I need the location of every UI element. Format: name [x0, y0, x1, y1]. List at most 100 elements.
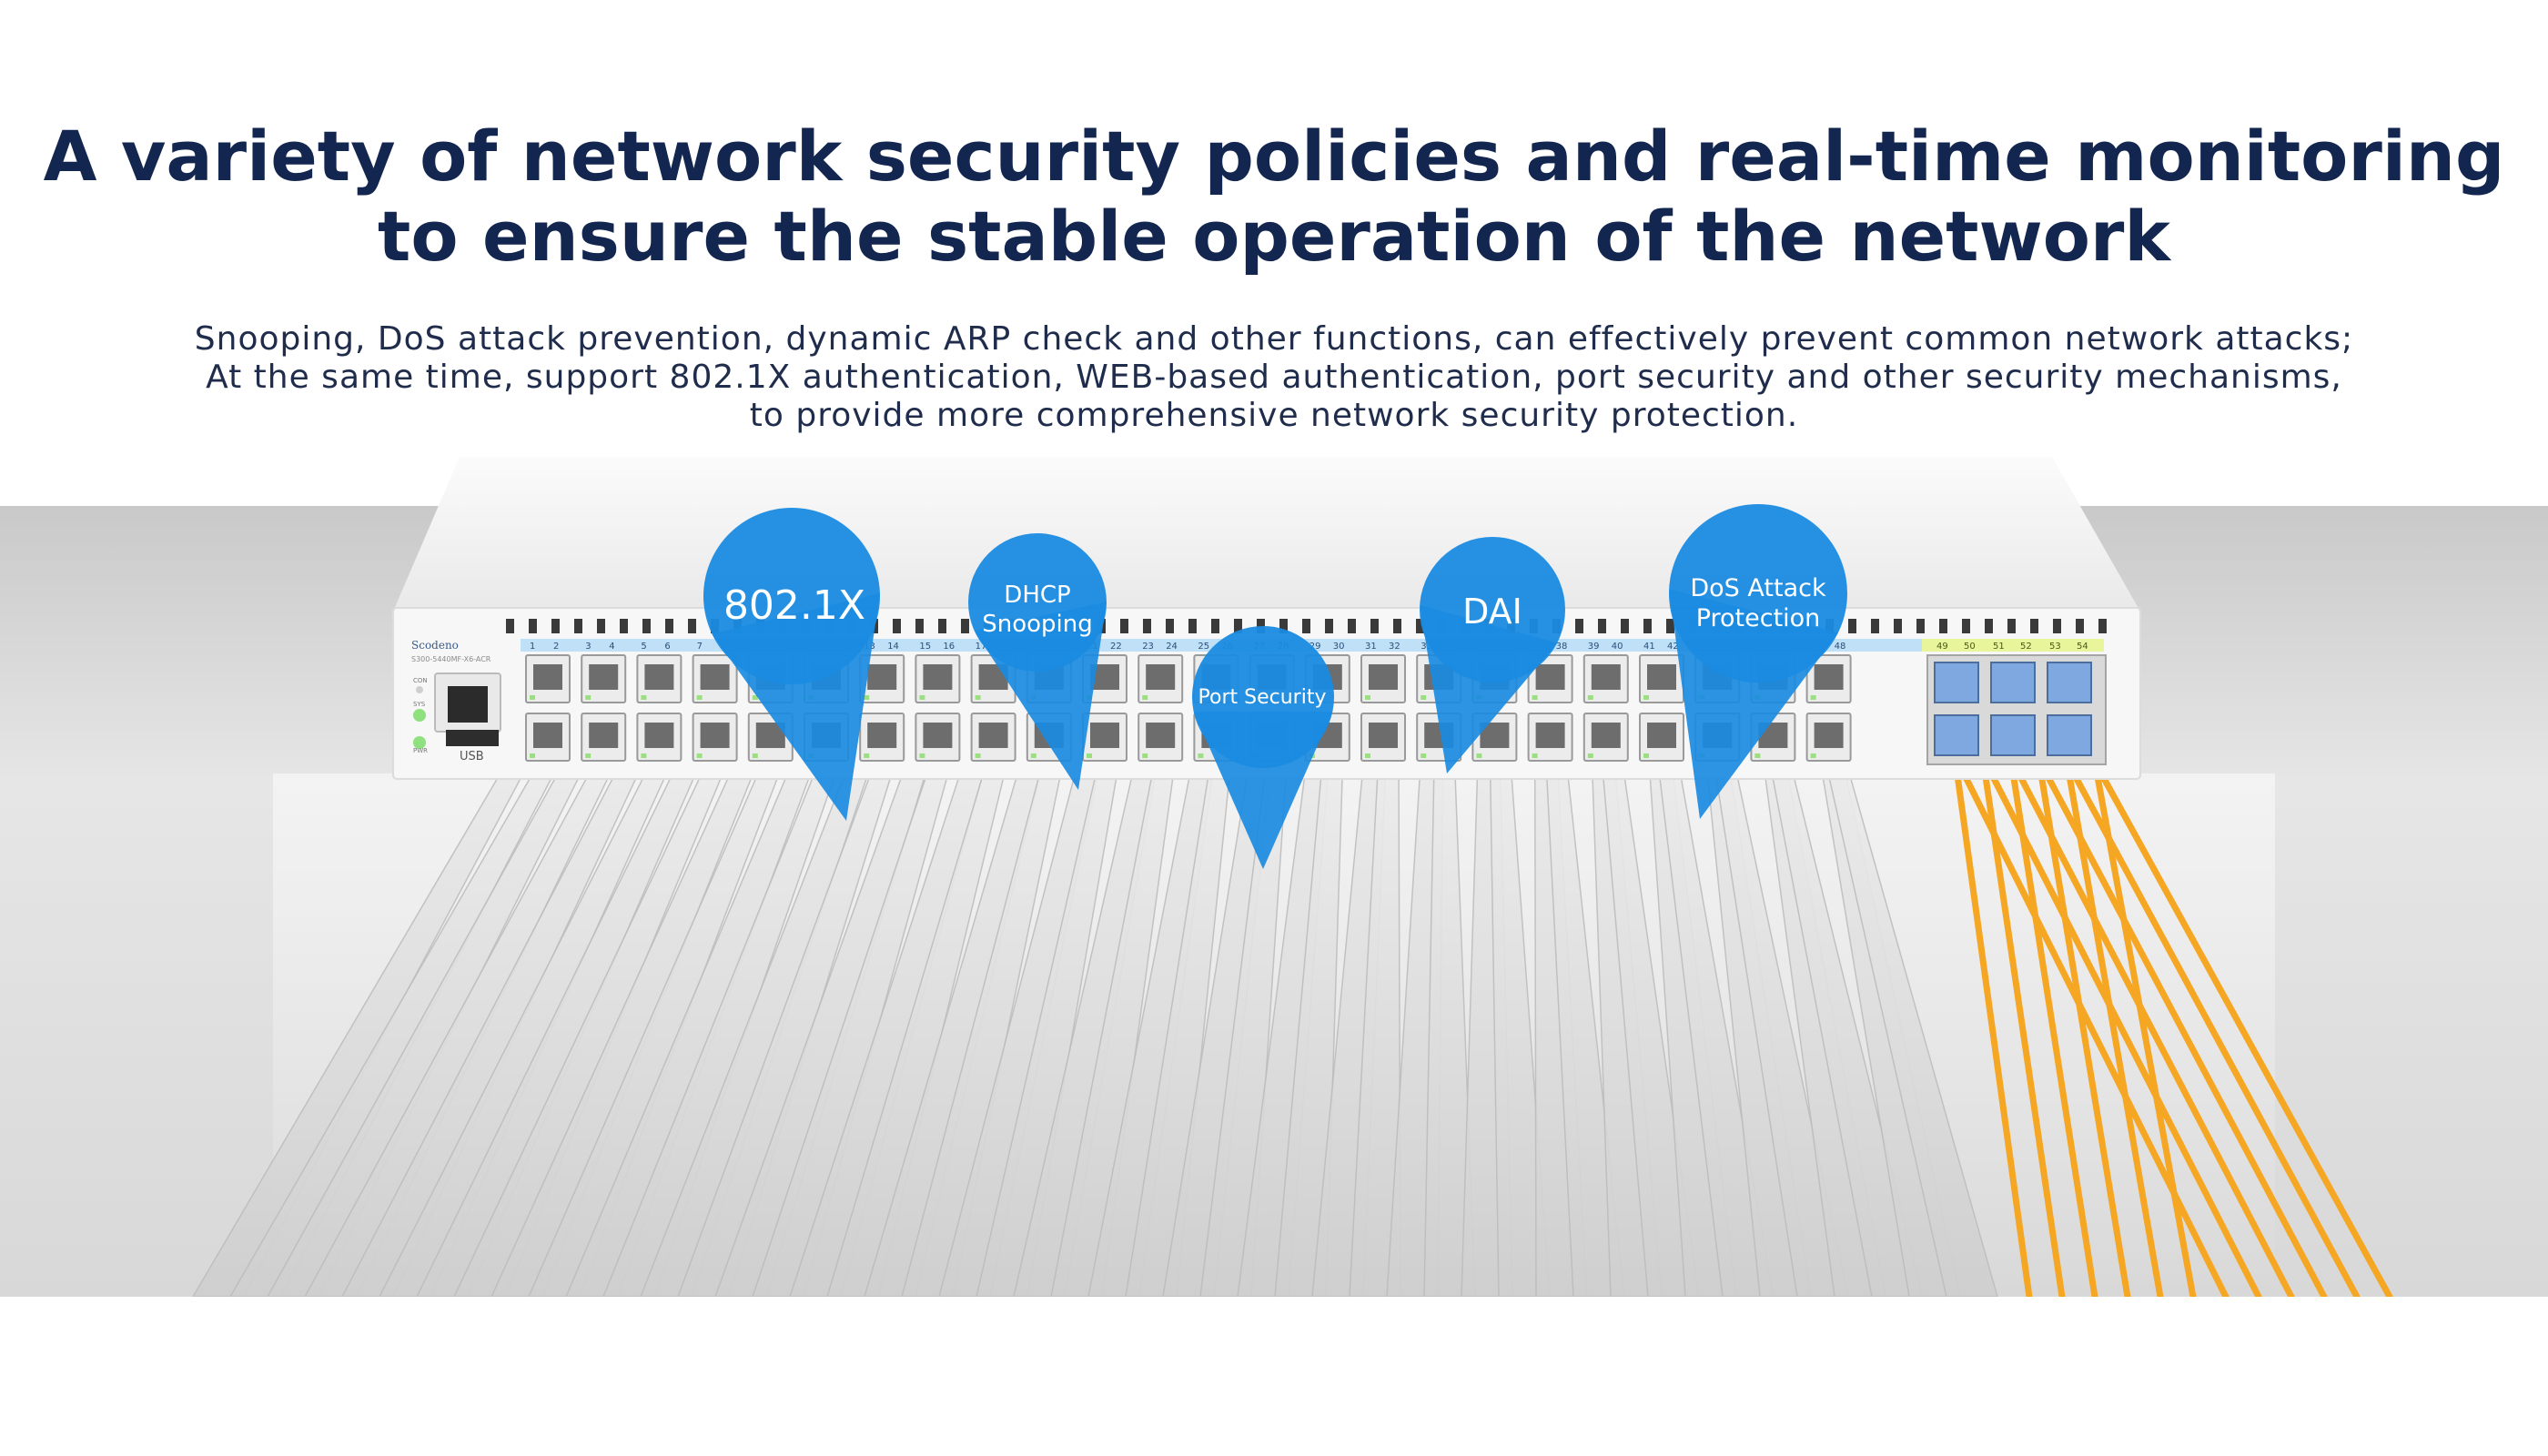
port-led [1087, 753, 1092, 758]
pin-label-802-1x: 802.1X [723, 582, 866, 629]
pin-label-dos-attack-protection: DoS Attack Protection [1690, 574, 1826, 632]
vent-slot [1666, 619, 1674, 633]
rj45-socket [1369, 664, 1398, 690]
fiber-cables [1944, 699, 2393, 1297]
vent-slot [506, 619, 514, 633]
vent-slot [1120, 619, 1128, 633]
port-number: 6 [664, 642, 670, 652]
pwr-led [413, 736, 426, 749]
brand-logo: Scodeno [411, 639, 459, 652]
rj45-socket [923, 664, 953, 690]
sfp-number: 54 [2077, 642, 2088, 652]
port-number: 5 [641, 642, 646, 652]
port-led [1142, 695, 1148, 700]
vent-slot [597, 619, 605, 633]
headline-line-1: A variety of network security policies a… [43, 116, 2505, 197]
pin-head [703, 508, 880, 684]
vent-slot [1575, 619, 1583, 633]
rj45-socket [589, 664, 619, 690]
port-number: 25 [1198, 642, 1209, 652]
port-number: 16 [943, 642, 955, 652]
vent-slot [1598, 619, 1606, 633]
vent-slot [1393, 619, 1401, 633]
con-led [416, 686, 423, 693]
port-led [975, 695, 981, 700]
sfp-module [2047, 714, 2092, 756]
sfp-number: 49 [1936, 642, 1948, 652]
sfp-module [1990, 714, 2036, 756]
port-led [1587, 753, 1593, 758]
sfp-port-block [1926, 654, 2107, 765]
pwr-label: PWR [413, 747, 428, 754]
port-led [530, 695, 535, 700]
pin-label-dhcp-snooping: DHCP Snooping [982, 581, 1093, 638]
port-number: 1 [530, 642, 535, 652]
port-led [1643, 695, 1649, 700]
vent-slot [1143, 619, 1151, 633]
rj45-socket [644, 723, 674, 748]
port-led [585, 695, 592, 700]
headline: A variety of network security policies a… [0, 116, 2548, 277]
console-section: Scodeno S300-5440MF-X6-ACR CON SYS PWR U… [411, 639, 501, 763]
pin-head [1420, 537, 1565, 682]
port-led [919, 695, 925, 700]
switch-illustration: Scodeno S300-5440MF-X6-ACR CON SYS PWR U… [0, 457, 2548, 1297]
port-led [585, 753, 592, 758]
vent-slot [529, 619, 537, 633]
vent-slot [1257, 619, 1265, 633]
rj45-socket [1814, 664, 1844, 690]
sfp-module [1934, 714, 1979, 756]
subtitle-line-1: Snooping, DoS attack prevention, dynamic… [194, 320, 2354, 358]
port-number: 32 [1389, 642, 1400, 652]
usb-port[interactable] [446, 730, 499, 746]
port-number: 4 [609, 642, 614, 652]
port-led [1365, 753, 1370, 758]
model-label: S300-5440MF-X6-ACR [411, 655, 491, 663]
port-led [752, 695, 758, 700]
vent-slot [688, 619, 696, 633]
vent-slot [1621, 619, 1629, 633]
rj45-socket [923, 723, 953, 748]
vent-slot [961, 619, 969, 633]
rj45-socket [1647, 664, 1676, 690]
port-number: 22 [1110, 642, 1122, 652]
rj45-socket [1090, 723, 1119, 748]
port-number: 31 [1365, 642, 1377, 652]
port-number: 3 [585, 642, 591, 652]
rj45-socket [589, 723, 619, 748]
feature-pins [703, 504, 1847, 869]
vent-slot [574, 619, 582, 633]
vent-slot [1962, 619, 1970, 633]
port-led [1754, 753, 1761, 758]
port-led [530, 753, 535, 758]
fiber-cable [2060, 752, 2361, 1297]
port-led [752, 753, 758, 758]
port-led [864, 695, 870, 700]
port-number: 41 [1643, 642, 1655, 652]
fiber-cable [1998, 699, 2098, 1297]
vent-slot [1279, 619, 1288, 633]
vent-slot [1916, 619, 1925, 633]
fiber-cable [2033, 752, 2328, 1297]
port-led [1532, 753, 1538, 758]
port-number: 48 [1835, 642, 1846, 652]
rj45-socket [1591, 664, 1621, 690]
vent-slot [551, 619, 560, 633]
rj45-socket [1591, 723, 1621, 748]
rj45-socket [1647, 723, 1676, 748]
sfp-number: 52 [2020, 642, 2032, 652]
rj45-socket [867, 664, 897, 690]
sfp-module [1990, 662, 2036, 703]
rj45-socket [978, 723, 1008, 748]
port-number: 30 [1333, 642, 1345, 652]
ethernet-cables [192, 718, 1998, 1297]
rj45-socket [1535, 723, 1565, 748]
port-led [864, 753, 870, 758]
vent-slot [2030, 619, 2038, 633]
rj45-socket [1369, 723, 1398, 748]
port-led [1587, 695, 1593, 700]
vent-slot [1985, 619, 1993, 633]
port-led [1476, 753, 1482, 758]
port-number: 24 [1166, 642, 1178, 652]
subtitle: Snooping, DoS attack prevention, dynamic… [0, 320, 2548, 435]
